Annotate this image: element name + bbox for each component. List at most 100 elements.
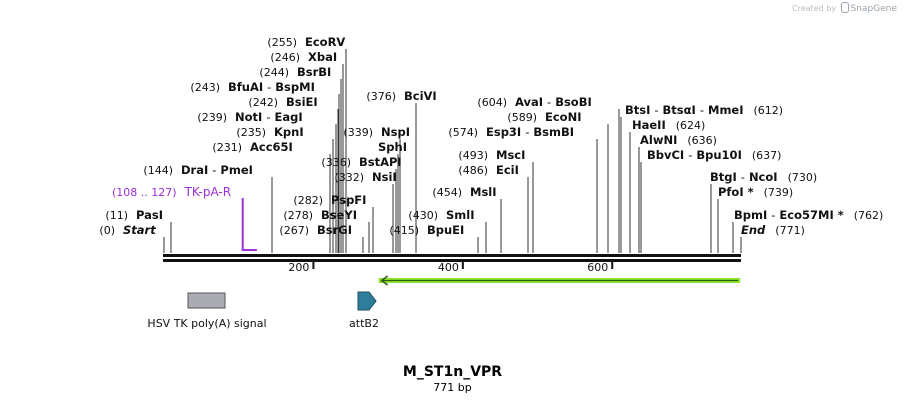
site-bpmi[interactable]: BpmI-Eco57MI *(762) [732, 208, 883, 253]
site-enzyme-name: EcoRV [305, 35, 345, 49]
site-enzyme-name: BtsI [625, 103, 650, 117]
site-sphi[interactable]: SphI [378, 140, 407, 253]
site-end[interactable]: End(771) [740, 223, 805, 253]
site-label: (430) SmlI [408, 208, 474, 222]
site-enzyme-name: BsrBI [297, 65, 331, 79]
site-bsrbi[interactable]: (244) BsrBI [259, 65, 342, 253]
site-bsiei[interactable]: (242)BsiEI [248, 95, 339, 253]
site-position: (336) [321, 156, 351, 169]
site-label: AlwNI (636) [640, 133, 717, 147]
site-enzyme-name: EcoNI [545, 110, 581, 124]
site-ecii[interactable]: (486)EciI [458, 163, 529, 253]
site-enzyme-name: BspMI [275, 80, 315, 94]
site-enzyme-name: PfoI * [718, 185, 754, 199]
site-position: (235) [236, 126, 266, 139]
site-msli[interactable]: (454)MslI [432, 185, 502, 253]
site-enzyme-name: BtsαI [663, 103, 696, 117]
site-econi[interactable]: (589) EcoNI [507, 110, 609, 253]
site-label: (589) EcoNI [507, 110, 581, 124]
site-position: (332) [334, 171, 364, 184]
site-position: (144) [143, 164, 173, 177]
site-label: (486)EciI [458, 163, 519, 177]
site-position: (637) [752, 149, 782, 162]
site-nspi[interactable]: (339)NspI [343, 125, 410, 253]
feature-attb2[interactable]: attB2 [349, 291, 379, 330]
site-enzyme-name: BseYI [321, 208, 357, 222]
site-kpni[interactable]: (235)KpnI [236, 125, 334, 253]
site-label: (239)NotI-EagI [197, 110, 302, 124]
site-label: (332)NsiI [334, 170, 396, 184]
orf-arrow[interactable] [378, 275, 741, 286]
site-pasi[interactable]: (11)PasI [105, 208, 172, 253]
site-pspfi[interactable]: (282)PspFI [293, 193, 374, 253]
site-avai[interactable]: (604)AvaI-BsoBI [477, 95, 620, 253]
site-label: (278) BseYI [283, 208, 357, 222]
site-noti[interactable]: (239)NotI-EagI [197, 110, 337, 253]
site-separator: - [525, 125, 529, 139]
ruler-tick-400: 400 [438, 261, 464, 274]
site-label: (255)EcoRV [267, 35, 345, 49]
site-haeii[interactable]: HaeII(624) [629, 118, 705, 253]
site-pfoi-[interactable]: PfoI *(739) [717, 185, 793, 253]
site-enzyme-name: BpmI [734, 208, 767, 222]
site-separator: - [267, 80, 271, 94]
site-drai[interactable]: (144)DraI-PmeI [143, 163, 273, 253]
feature-label: attB2 [349, 317, 379, 330]
site-label: BtgI-NcoI(730) [710, 170, 817, 184]
site-label: (246)XbaI [270, 50, 337, 64]
site-enzyme-name: Start [123, 223, 156, 237]
primer-tk-pa-r[interactable]: (108 .. 127)TK-pA-R [112, 185, 257, 251]
site-start[interactable]: (0)Start [99, 223, 165, 253]
site-position: (636) [687, 134, 717, 147]
site-smli[interactable]: (430) SmlI [408, 208, 487, 253]
site-label: (339)NspI [343, 125, 410, 139]
ruler-tick-600: 600 [587, 261, 614, 274]
site-enzyme-name: EagI [274, 110, 302, 124]
site-label: (242)BsiEI [248, 95, 317, 109]
site-acc65i[interactable]: (231)Acc65I [212, 140, 331, 253]
site-enzyme-name: SmlI [446, 208, 475, 222]
site-msci[interactable]: (493)MscI [458, 148, 534, 253]
feature-box [187, 292, 226, 309]
site-separator: - [700, 103, 704, 117]
site-bseyi[interactable]: (278) BseYI [283, 208, 370, 253]
site-bpuei[interactable]: (415)BpuEI [389, 223, 479, 253]
site-label: (604)AvaI-BsoBI [477, 95, 591, 109]
site-position: (493) [458, 149, 488, 162]
site-enzyme-name: BbvCI [647, 148, 684, 162]
site-alwni[interactable]: AlwNI (636) [638, 133, 717, 253]
site-btgi[interactable]: BtgI-NcoI(730) [710, 170, 817, 253]
site-xbai[interactable]: (246)XbaI [270, 50, 344, 253]
feature-hsv-tk-poly-a-signal[interactable]: HSV TK poly(A) signal [147, 292, 267, 330]
site-bsrgi[interactable]: (267)BsrGI [279, 223, 364, 253]
site-separator: - [688, 148, 692, 162]
site-position: (244) [259, 66, 289, 79]
site-position: (589) [507, 111, 537, 124]
site-label: (454)MslI [432, 185, 496, 199]
site-enzyme-name: BfuAI [228, 80, 263, 94]
site-separator: - [212, 163, 216, 177]
site-enzyme-name: BsoBI [555, 95, 592, 109]
site-nsii[interactable]: (332)NsiI [334, 170, 397, 253]
site-enzyme-name: AlwNI [640, 133, 677, 147]
orf-arrowhead [380, 275, 389, 286]
site-bcivi[interactable]: (376)BciVI [366, 89, 437, 253]
site-position: (612) [754, 104, 784, 117]
site-ecorv[interactable]: (255)EcoRV [267, 35, 347, 253]
site-esp3i[interactable]: (574)Esp3I-BsmBI [448, 125, 598, 253]
site-enzyme-name: NcoI [749, 170, 778, 184]
site-enzyme-name: PasI [136, 208, 163, 222]
site-position: (278) [283, 209, 313, 222]
site-btsi[interactable]: BtsI-BtsαI-MmeI(612) [620, 103, 783, 253]
site-bbvci[interactable]: BbvCI-Bpu10I(637) [640, 148, 782, 253]
site-enzyme-name: PspFI [331, 193, 366, 207]
site-enzyme-name: HaeII [632, 118, 666, 132]
site-position: (430) [408, 209, 438, 222]
site-bstapi[interactable]: (336)BstAPI [321, 155, 402, 253]
primer: (108 .. 127)TK-pA-R [112, 185, 257, 251]
site-enzyme-name: End [741, 223, 766, 237]
site-label: BtsI-BtsαI-MmeI(612) [625, 103, 783, 117]
site-bfuai[interactable]: (243)BfuAI-BspMI [190, 80, 340, 253]
